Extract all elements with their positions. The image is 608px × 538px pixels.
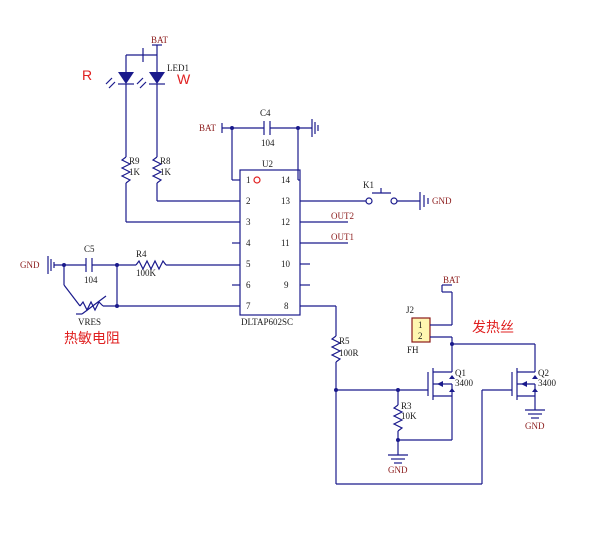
out-lines: OUT2 OUT1 bbox=[300, 211, 354, 244]
c5-ref: C5 bbox=[84, 244, 95, 254]
led-r-diode bbox=[118, 72, 134, 84]
net-label-out2: OUT2 bbox=[331, 211, 354, 221]
q1-value: 3400 bbox=[455, 378, 474, 388]
net-label-gnd-k1: GND bbox=[432, 196, 452, 206]
c4-ref: C4 bbox=[260, 108, 271, 118]
r5-value: 100R bbox=[339, 348, 359, 358]
q2-mosfet: Q2 3400 GND bbox=[511, 360, 557, 431]
c5-capacitor: GND C5 104 bbox=[20, 244, 136, 285]
u2-pin-5: 5 bbox=[246, 259, 251, 269]
u2-pin-10: 10 bbox=[281, 259, 291, 269]
led-r-label: R bbox=[82, 67, 92, 83]
j2-pin-2: 2 bbox=[418, 331, 423, 341]
u2-pin-6: 6 bbox=[246, 280, 251, 290]
c4-capacitor: BAT C4 104 bbox=[199, 108, 319, 180]
net-label-gnd-q2: GND bbox=[525, 421, 545, 431]
u2-pin-9: 9 bbox=[284, 280, 289, 290]
j2-connector: BAT J2 1 2 FH 发热丝 bbox=[406, 275, 536, 360]
r3-ref: R3 bbox=[401, 401, 412, 411]
j2-ref: J2 bbox=[406, 305, 414, 315]
u2-pin-1: 1 bbox=[246, 175, 251, 185]
bat-top-symbol: BAT bbox=[142, 35, 169, 62]
r4-ref: R4 bbox=[136, 249, 147, 259]
q1-mosfet: Q1 3400 bbox=[427, 360, 474, 440]
u2-pin-8: 8 bbox=[284, 301, 289, 311]
u2-pin-13: 13 bbox=[281, 196, 291, 206]
net-label-bat-top: BAT bbox=[151, 35, 169, 45]
r9-resistor: R9 1K bbox=[120, 156, 240, 223]
q2-ref: Q2 bbox=[538, 368, 549, 378]
r3-value: 10K bbox=[401, 411, 417, 421]
c4-value: 104 bbox=[261, 138, 275, 148]
led-w-diode bbox=[149, 72, 165, 84]
r4-value: 100K bbox=[136, 268, 157, 278]
r8-value: 1K bbox=[160, 167, 172, 177]
led-pair: LED1 R W bbox=[82, 54, 191, 157]
net-label-bat-j2: BAT bbox=[443, 275, 461, 285]
r5-ref: R5 bbox=[339, 336, 350, 346]
k1-ref: K1 bbox=[363, 180, 374, 190]
heater-annotation: 发热丝 bbox=[472, 319, 514, 335]
net-label-bat-c4: BAT bbox=[199, 123, 217, 133]
r3-resistor: R3 10K GND bbox=[388, 388, 452, 475]
k1-switch: K1 GND bbox=[300, 180, 452, 210]
q2-value: 3400 bbox=[538, 378, 557, 388]
q1-ref: Q1 bbox=[455, 368, 466, 378]
u2-pin-7: 7 bbox=[246, 301, 251, 311]
u2-pin-2: 2 bbox=[246, 196, 251, 206]
r5-resistor: R5 100R bbox=[300, 305, 512, 485]
led1-ref: LED1 bbox=[167, 63, 189, 73]
r9-ref: R9 bbox=[129, 156, 140, 166]
thermistor-annotation: 热敏电阻 bbox=[64, 330, 120, 346]
u2-pin-3: 3 bbox=[246, 217, 251, 227]
u2-pin-12: 12 bbox=[281, 217, 290, 227]
r4-resistor: R4 100K bbox=[135, 249, 240, 278]
vres-thermistor: VRES 热敏电阻 bbox=[63, 265, 240, 346]
r9-value: 1K bbox=[129, 167, 141, 177]
net-label-gnd-r3: GND bbox=[388, 465, 408, 475]
net-label-gnd-c5: GND bbox=[20, 260, 40, 270]
u2-part: DLTAP602SC bbox=[241, 317, 293, 327]
led-w-label: W bbox=[177, 71, 191, 87]
j2-pin-1: 1 bbox=[418, 320, 423, 330]
u2-pin-14: 14 bbox=[281, 175, 291, 185]
j2-fh: FH bbox=[407, 345, 419, 355]
u2-pin-11: 11 bbox=[281, 238, 290, 248]
u2-ref: U2 bbox=[262, 159, 273, 169]
r8-resistor: R8 1K bbox=[151, 156, 240, 202]
u2-chip: U2 DLTAP602SC 1 2 3 4 5 6 7 14 13 12 11 … bbox=[232, 159, 310, 327]
u2-pin-4: 4 bbox=[246, 238, 251, 248]
net-label-out1: OUT1 bbox=[331, 232, 354, 242]
c5-value: 104 bbox=[84, 275, 98, 285]
r8-ref: R8 bbox=[160, 156, 171, 166]
vres-ref: VRES bbox=[78, 317, 101, 327]
